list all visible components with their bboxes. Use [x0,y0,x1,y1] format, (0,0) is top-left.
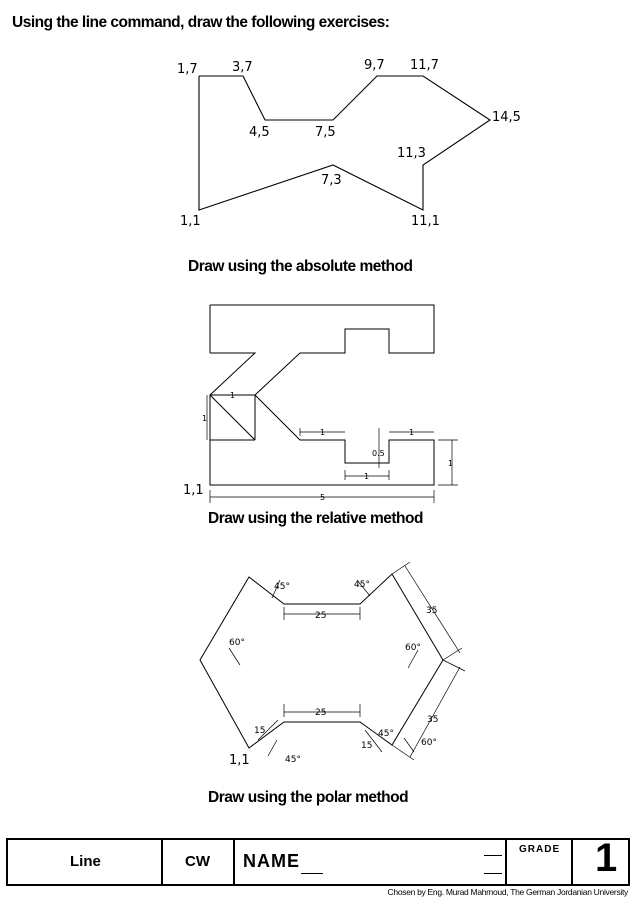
point-label: 4,5 [249,125,270,140]
grade-label-cell: GRADE [507,840,573,884]
grade-value: 1 [595,836,618,880]
name-underline [484,855,502,856]
dimension-label: 0.5 [372,449,385,458]
length-label: 35 [426,606,437,616]
dimension-label: 1 [448,459,453,468]
length-label: 25 [315,611,326,621]
dimension-label: 1 [364,472,369,481]
name-cell: NAME [235,840,507,884]
type-cell: CW [163,840,235,884]
point-label: 14,5 [492,110,521,125]
point-label: 1,7 [177,62,198,77]
point-label: 11,3 [397,146,426,161]
angle-label: 45° [274,582,290,592]
angle-label: 60° [405,643,421,653]
polar-labels: 1,1 45° 45° 60° 60° 45° 45° 60° 25 35 35… [229,580,438,768]
length-label: 25 [315,708,326,718]
length-label: 15 [254,726,265,736]
name-label: NAME [243,851,300,871]
point-label: 7,5 [315,125,336,140]
credit-text: Chosen by Eng. Murad Mahmoud, The German… [387,887,629,897]
absolute-method-shape [198,75,491,211]
topic-cell: Line [8,840,163,884]
absolute-caption: Draw using the absolute method [188,258,413,275]
name-underline [301,873,323,874]
dimension-label: 1 [320,428,325,437]
angle-label: 45° [378,729,394,739]
length-label: 15 [361,741,372,751]
topic-label: Line [70,853,101,870]
start-point-label: 1,1 [183,483,204,498]
dimension-label: 1 [409,428,414,437]
dimension-label: 1 [202,414,207,423]
dimension-label: 1 [230,391,235,400]
relative-method-shape [209,304,435,486]
length-label: 35 [427,715,438,725]
start-point-label: 1,1 [229,753,250,768]
relative-dimensions [206,394,458,503]
polar-dimensions [228,561,466,761]
point-label: 7,3 [321,173,342,188]
relative-labels: 1,1 1 1 1 0.5 1 1 1 5 [183,391,453,502]
grade-value-cell: 1 [573,836,628,884]
dimension-label: 5 [320,493,325,502]
point-label: 9,7 [364,58,385,73]
point-label: 1,1 [180,214,201,229]
point-label: 3,7 [232,60,253,75]
polar-caption: Draw using the polar method [208,789,409,806]
angle-label: 60° [229,638,245,648]
grade-label: GRADE [519,844,561,855]
exercise-heading: Using the line command, draw the followi… [12,14,390,31]
type-label: CW [185,853,210,870]
polar-method-shape [199,573,444,749]
angle-label: 45° [285,755,301,765]
angle-label: 45° [354,580,370,590]
relative-caption: Draw using the relative method [208,510,423,527]
title-block: Line CW NAME GRADE 1 [6,836,630,886]
point-label: 11,7 [410,58,439,73]
angle-label: 60° [421,738,437,748]
point-label: 11,1 [411,214,440,229]
absolute-point-labels: 1,7 3,7 4,5 7,5 9,7 11,7 14,5 11,3 11,1 … [177,58,521,229]
name-underline [484,873,502,874]
